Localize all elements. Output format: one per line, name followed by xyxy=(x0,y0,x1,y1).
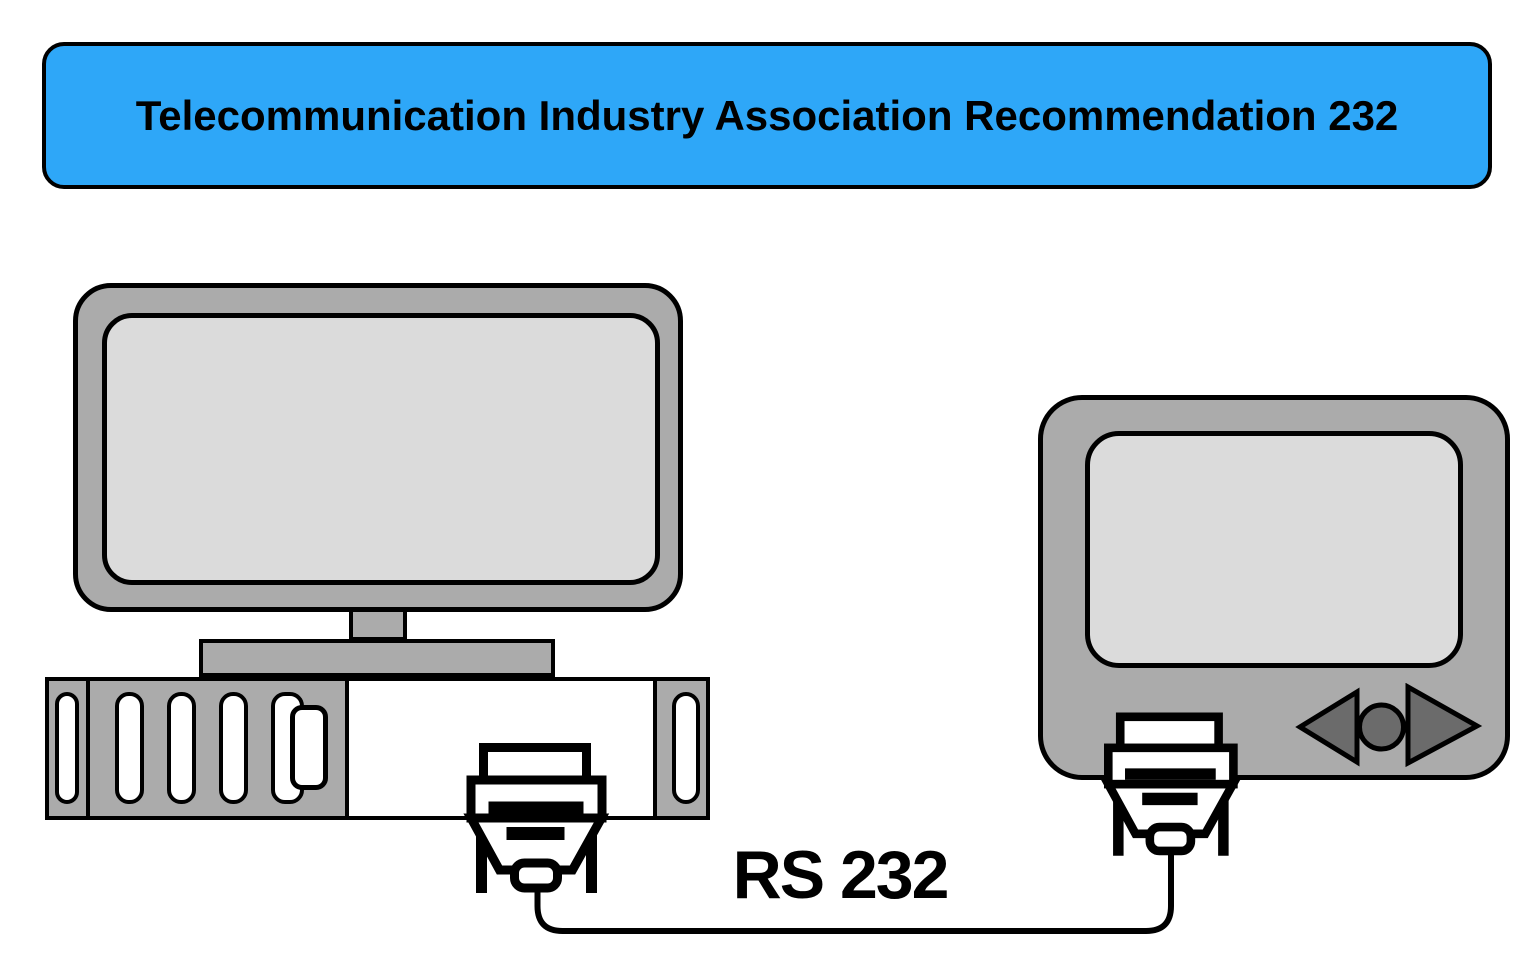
serial-port-icon xyxy=(290,705,328,790)
computer-screen xyxy=(102,313,660,585)
vent-slot xyxy=(219,692,248,804)
center-dot-icon xyxy=(1357,702,1406,752)
vent-slot xyxy=(115,692,144,804)
left-arrow-icon xyxy=(1295,687,1360,767)
cable-label: RS 232 xyxy=(732,837,950,913)
vent-slot xyxy=(55,692,79,804)
banner-title: Telecommunication Industry Association R… xyxy=(135,91,1399,139)
monitor-stand-base xyxy=(199,639,555,677)
monitor-stand-neck xyxy=(349,608,407,641)
computer-monitor xyxy=(73,283,683,612)
right-arrow-icon xyxy=(1405,683,1483,768)
vent-slot xyxy=(167,692,196,804)
case-left-endcap xyxy=(49,681,90,816)
pager-nav-buttons xyxy=(1295,683,1483,768)
title-banner: Telecommunication Industry Association R… xyxy=(42,42,1492,189)
case-vent-panel xyxy=(90,681,349,816)
case-right-endcap xyxy=(653,681,706,816)
vent-slot xyxy=(672,692,700,804)
computer-system-unit xyxy=(45,677,710,820)
pager-screen xyxy=(1085,431,1463,668)
